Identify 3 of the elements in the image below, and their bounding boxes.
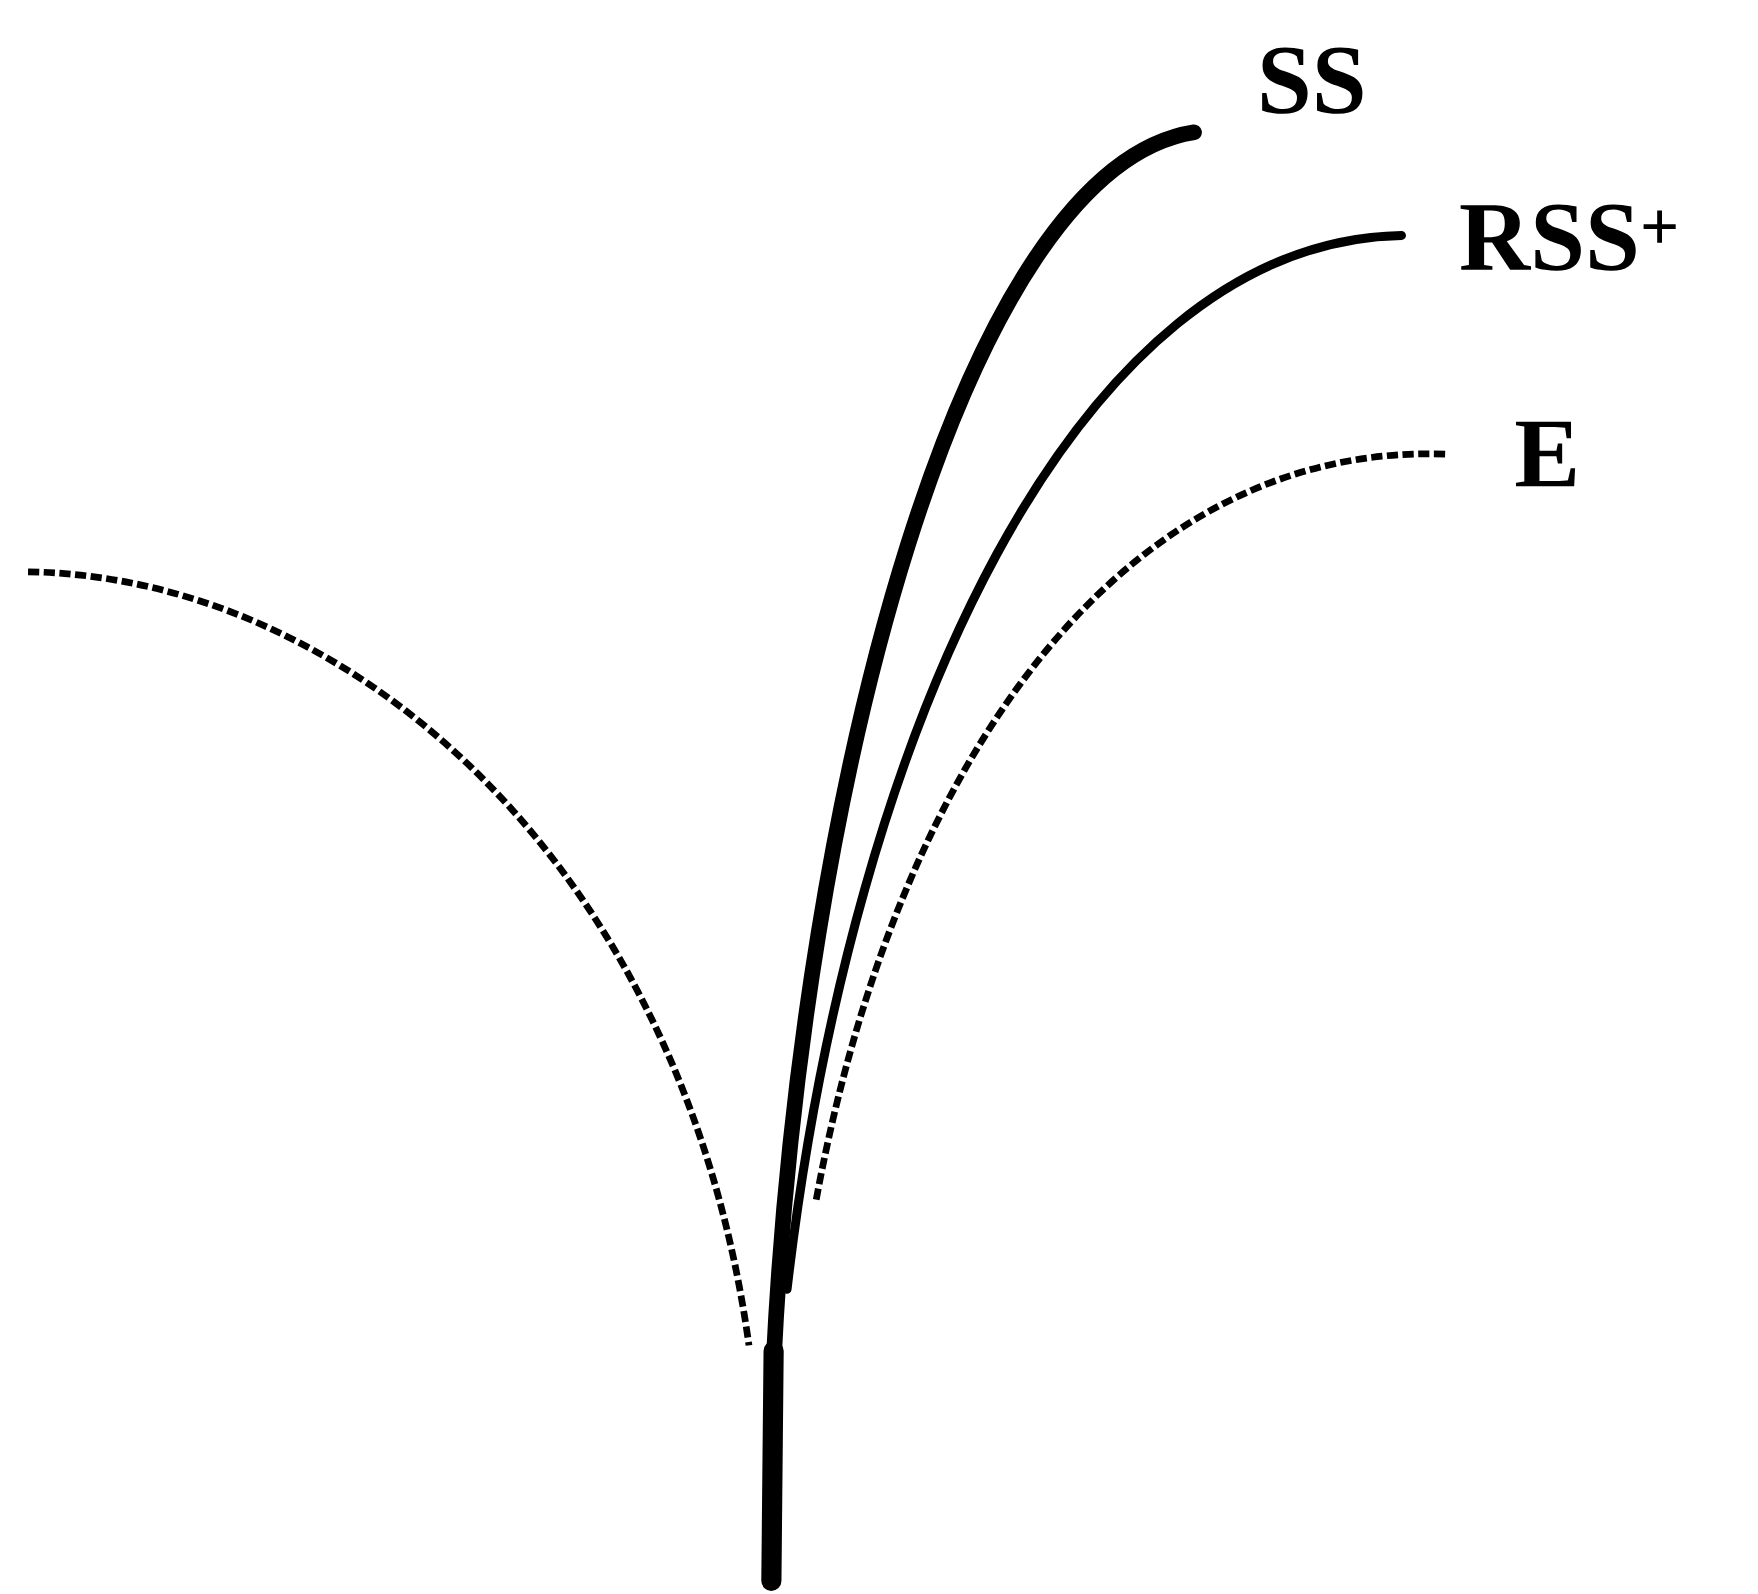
curve-label: RSS$^{+}$ [1460, 204, 1676, 271]
curve-label: SS [1262, 47, 1363, 114]
curve-label: E [1516, 421, 1576, 487]
